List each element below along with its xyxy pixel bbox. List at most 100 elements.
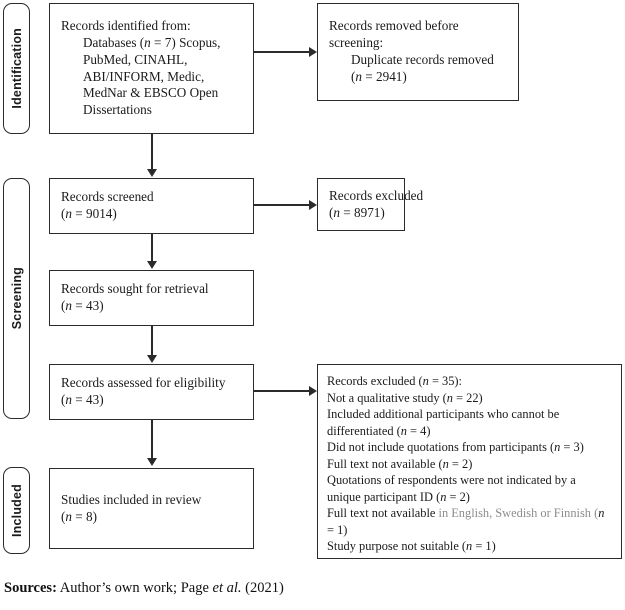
node-records-removed-line2: screening: <box>329 35 384 51</box>
n-symbol: n <box>466 539 473 553</box>
txt: = 9014) <box>72 206 117 221</box>
node-records-identified-line5: MedNar & EBSCO Open <box>83 85 219 101</box>
node-studies-included-line1: Studies included in review <box>61 491 202 507</box>
n-symbol: n <box>440 489 447 504</box>
node-records-screened: Records screened (n = 9014) <box>49 178 254 234</box>
node-records-removed-line4: (n = 2941) <box>329 69 507 86</box>
node-records-sought-for-retrieval: Records sought for retrieval (n = 43) <box>49 270 254 326</box>
txt: = 1) <box>472 539 496 553</box>
sources-label: Sources: <box>4 580 57 596</box>
exclusion-reason-item: Full text not available (n = 2) <box>327 456 612 473</box>
txt: Full text not available <box>327 506 436 520</box>
n-symbol: n <box>598 506 605 520</box>
node-records-excluded-line2: (n = 8971) <box>329 205 393 222</box>
node-records-screened-line2: (n = 9014) <box>61 206 242 223</box>
connector-screened-to-excluded <box>254 204 309 206</box>
node-records-sought-line2: (n = 43) <box>61 298 242 315</box>
txt: Records excluded ( <box>327 374 423 388</box>
node-records-assessed-line1: Records assessed for eligibility <box>61 375 226 391</box>
n-symbol: n <box>446 390 453 405</box>
sources-caption: Sources: Author’s own work; Page et al. … <box>4 580 284 597</box>
sources-text-after: (2021) <box>241 580 284 596</box>
txt: ( <box>61 206 66 221</box>
n-symbol: n <box>333 204 340 220</box>
connector-screened-to-sought <box>151 234 153 261</box>
exclusion-reason-item: Quotations of respondents were not indic… <box>327 472 612 505</box>
node-records-excluded-line1: Records excluded <box>329 187 424 203</box>
txt: Included additional participants who can… <box>327 407 560 438</box>
stage-label-screening-text: Screening <box>9 267 24 330</box>
exclusion-reason-item: Study purpose not suitable (n = 1) <box>327 538 612 555</box>
txt: ( <box>61 508 66 524</box>
sources-text-before: Author’s own work; Page <box>56 580 213 596</box>
node-records-identified-line4: ABI/INFORM, Medic, <box>83 68 205 84</box>
txt: Not a qualitative study ( <box>327 390 447 405</box>
node-records-assessed-line2: (n = 43) <box>61 392 242 409</box>
connector-assessed-to-exclusions <box>254 390 309 392</box>
txt: Study purpose not suitable ( <box>327 539 467 553</box>
n-symbol: n <box>65 298 72 313</box>
txt: = 7) Scopus, <box>150 34 221 50</box>
exclusion-reason-item: Included additional participants who can… <box>327 406 612 439</box>
stage-label-identification: Identification <box>3 3 30 134</box>
txt: ( <box>61 392 66 407</box>
txt: ( <box>329 204 334 220</box>
txt: = 8971) <box>340 204 385 220</box>
node-records-identified-line3: PubMed, CINAHL, <box>83 51 188 67</box>
node-records-removed-line1: Records removed before <box>329 18 459 34</box>
node-records-excluded: Records excluded (n = 8971) <box>317 178 424 231</box>
txt: ( <box>61 298 66 313</box>
node-records-screened-line1: Records screened <box>61 189 154 205</box>
sources-italic: et al. <box>212 580 242 596</box>
stage-label-screening: Screening <box>3 178 30 419</box>
exclusion-reason-item: Did not include quotations from particip… <box>327 439 612 456</box>
txt: = 43) <box>72 298 104 313</box>
stage-label-identification-text: Identification <box>9 28 24 109</box>
n-symbol: n <box>422 374 429 388</box>
node-records-identified-line1: Records identified from: <box>61 18 191 34</box>
connector-sought-to-assessed <box>151 326 153 355</box>
txt: = 2941) <box>362 68 407 84</box>
txt: Quotations of respondents were not indic… <box>327 473 576 504</box>
txt: = 22) <box>452 390 483 405</box>
node-records-identified: Records identified from: Databases (n = … <box>49 3 254 134</box>
node-studies-included-in-review: Studies included in review (n = 8) <box>49 468 254 549</box>
node-records-assessed-for-eligibility: Records assessed for eligibility (n = 43… <box>49 364 254 420</box>
txt: = 35): <box>428 374 463 388</box>
muted-txt: in English, Swedish or Finnish ( <box>435 506 599 520</box>
n-symbol: n <box>65 206 72 221</box>
txt: ( <box>351 68 356 84</box>
connector-assessed-to-included <box>151 420 153 458</box>
connector-identified-to-removed <box>254 51 309 53</box>
n-symbol: n <box>400 423 407 438</box>
stage-label-included-text: Included <box>9 484 24 537</box>
n-symbol: n <box>355 68 362 84</box>
txt: = 2) <box>446 489 470 504</box>
node-records-identified-line6: Dissertations <box>83 102 152 118</box>
node-studies-included-line2: (n = 8) <box>61 509 242 526</box>
arrowhead-screened-to-sought <box>147 261 157 269</box>
txt: = 4) <box>406 423 431 438</box>
arrowhead-assessed-to-included <box>147 458 157 466</box>
txt: = 8) <box>72 508 98 524</box>
arrowhead-screened-to-excluded <box>309 200 317 210</box>
txt: = 2) <box>448 456 473 471</box>
txt: = 1) <box>327 522 348 537</box>
n-symbol: n <box>144 34 151 50</box>
arrowhead-sought-to-assessed <box>147 355 157 363</box>
n-symbol: n <box>65 392 72 407</box>
n-symbol: n <box>554 440 561 454</box>
node-records-removed-before-screening: Records removed before screening: Duplic… <box>317 3 519 101</box>
node-records-sought-line1: Records sought for retrieval <box>61 281 209 297</box>
stage-label-included: Included <box>3 467 30 554</box>
arrowhead-identified-to-removed <box>309 47 317 57</box>
arrowhead-assessed-to-exclusions <box>309 386 317 396</box>
n-symbol: n <box>65 508 72 524</box>
n-symbol: n <box>442 456 449 471</box>
arrowhead-identified-to-screened <box>147 169 157 177</box>
txt: Databases ( <box>83 34 145 50</box>
exclusion-heading: Records excluded (n = 35): <box>327 373 612 390</box>
exclusion-reason-item: Full text not available in English, Swed… <box>327 505 612 538</box>
node-exclusion-reasons: Records excluded (n = 35): Not a qualita… <box>317 364 622 559</box>
